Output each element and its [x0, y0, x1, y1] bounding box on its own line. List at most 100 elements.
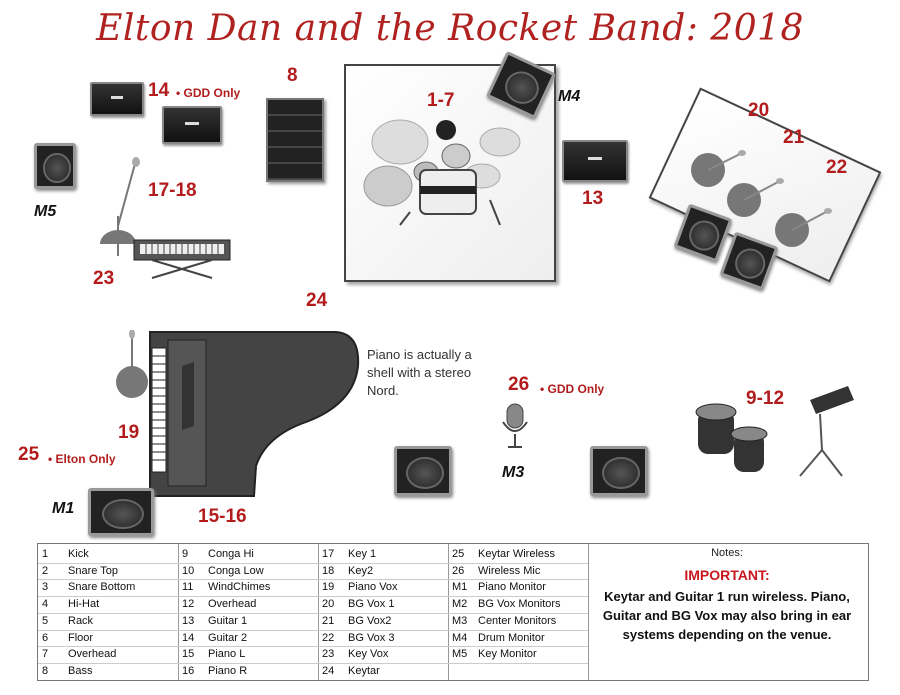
legend-label: Floor: [68, 631, 94, 644]
legend-number: 19: [322, 581, 335, 594]
legend-row: 9 Conga Hi: [178, 546, 318, 562]
key-monitor-m5: [34, 143, 76, 189]
label-8: 8: [287, 65, 298, 86]
legend-label: Drum Monitor: [478, 631, 545, 644]
label-9-12: 9-12: [746, 388, 785, 409]
legend-column-3: [318, 544, 449, 680]
notes-panel: Notes: IMPORTANT: Keytar and Guitar 1 ru…: [587, 543, 867, 679]
legend-number: 15: [182, 648, 195, 661]
legend-number: M5: [452, 648, 468, 661]
legend-number: 1: [42, 548, 49, 560]
legend-divider: [318, 596, 448, 598]
legend-divider: [178, 646, 318, 648]
piano-monitor-m1: [88, 488, 154, 536]
gdd-only-note-2: • GDD Only: [540, 382, 605, 396]
legend-number: 5: [42, 614, 49, 627]
legend-number: 22: [322, 631, 335, 644]
legend-label: BG Vox Monitors: [478, 598, 561, 611]
guitar1-amp: [562, 140, 628, 182]
legend-label: Wireless Mic: [478, 564, 541, 577]
legend-divider: [448, 646, 588, 648]
grand-piano-icon: [149, 331, 360, 497]
legend-divider: [38, 612, 178, 614]
legend-row: 25 Keytar Wireless: [448, 546, 588, 562]
label-23: 23: [93, 268, 115, 289]
legend-label: Piano Vox: [348, 581, 398, 594]
legend-label: Keytar Wireless: [478, 548, 556, 560]
legend-label: BG Vox2: [348, 614, 392, 627]
legend-label: Keytar: [348, 664, 380, 677]
label-20: 20: [748, 100, 770, 121]
legend-row: 5 Rack: [38, 613, 178, 629]
legend-divider: [178, 596, 318, 598]
legend-divider: [178, 662, 318, 664]
label-26: 26: [508, 374, 530, 395]
gdd-only-note-1: • GDD Only: [176, 86, 241, 100]
legend-label: Key 1: [348, 548, 377, 560]
label-15-16: 15-16: [198, 506, 247, 527]
label-m1: M1: [52, 500, 75, 517]
label-25: 25: [18, 444, 40, 465]
legend-number: M1: [452, 581, 468, 594]
legend-label: Overhead: [208, 598, 257, 611]
legend-number: 21: [322, 614, 335, 627]
legend-number: 8: [42, 664, 49, 677]
legend-label: Guitar 1: [208, 614, 248, 627]
page-title: Elton Dan and the Rocket Band: 2018: [96, 8, 804, 49]
drum-kit-icon: [363, 119, 521, 226]
legend-divider: [448, 629, 588, 631]
legend-divider: [178, 612, 318, 614]
legend-label: Rack: [68, 614, 94, 627]
legend-label: Conga Hi: [208, 548, 254, 560]
notes-heading: Notes:: [711, 547, 743, 559]
legend-number: 14: [182, 631, 195, 644]
important-heading: IMPORTANT:: [684, 567, 770, 583]
legend-number: 9: [182, 548, 189, 560]
legend-divider: [448, 612, 588, 614]
legend-number: M2: [452, 598, 468, 611]
label-m5: M5: [34, 203, 57, 220]
legend-label: Key Monitor: [478, 648, 537, 661]
legend-label: Overhead: [68, 648, 117, 661]
label-21: 21: [783, 127, 805, 148]
legend-label: Conga Low: [208, 564, 264, 577]
legend-number: 2: [42, 564, 49, 577]
legend-divider: [318, 646, 448, 648]
legend-divider: [318, 612, 448, 614]
legend-number: 20: [322, 598, 335, 611]
piano-note: Piano is actually a shell with a stereo …: [367, 347, 472, 398]
legend-row: 14 Guitar 2: [178, 630, 318, 646]
legend-label: Guitar 2: [208, 631, 248, 644]
congas-icon: [695, 386, 854, 477]
legend-divider: [318, 629, 448, 631]
legend-divider: [38, 596, 178, 598]
legend-divider: [318, 562, 448, 564]
legend-number: 6: [42, 631, 49, 644]
legend-divider: [178, 562, 318, 564]
label-13: 13: [582, 188, 604, 209]
label-m4: M4: [558, 88, 581, 105]
legend-divider: [38, 562, 178, 564]
legend-number: 25: [452, 548, 465, 560]
legend-row: 21 BG Vox2: [318, 613, 448, 629]
legend-number: 4: [42, 598, 49, 611]
label-14: 14: [148, 80, 170, 101]
legend-divider: [448, 596, 588, 598]
legend-label: Piano Monitor: [478, 581, 546, 594]
legend-row: 6 Floor: [38, 630, 178, 646]
center-monitor-right: [590, 446, 648, 496]
legend-label: WindChimes: [208, 581, 271, 594]
legend-divider: [38, 662, 178, 664]
key-vocal-mic-icon: [100, 157, 140, 256]
label-24: 24: [306, 290, 328, 311]
